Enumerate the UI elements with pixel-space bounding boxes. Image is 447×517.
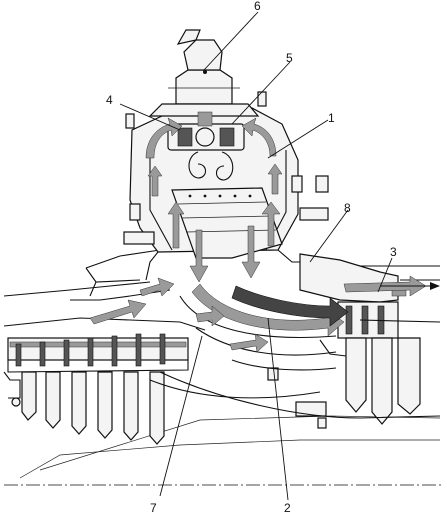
fuel-nozzle-assembly xyxy=(167,111,245,151)
transition-duct xyxy=(145,249,337,399)
outer-casing-line xyxy=(3,281,151,297)
label-6: 6 xyxy=(254,0,261,13)
inlet-strut xyxy=(85,249,161,297)
turbine-section xyxy=(299,253,441,425)
label-7: 7 xyxy=(150,501,157,515)
swirler-vortex xyxy=(188,151,234,181)
label-1: 1 xyxy=(328,111,335,125)
label-3: 3 xyxy=(390,245,397,259)
fuel-line xyxy=(159,371,441,419)
label-2: 2 xyxy=(284,501,291,515)
compressor-section xyxy=(3,317,206,445)
mounting-bolts xyxy=(123,91,329,429)
air-flow-arrows xyxy=(89,117,440,353)
rotor-shaft-lower xyxy=(19,439,440,479)
label-5: 5 xyxy=(286,51,293,65)
callout-leaders xyxy=(119,11,393,501)
compressor-disks xyxy=(21,371,165,445)
label-8: 8 xyxy=(344,201,351,215)
igniter-housing xyxy=(148,29,260,117)
liner-rivets xyxy=(188,194,252,198)
label-4: 4 xyxy=(106,93,113,107)
callout-labels: 6 5 4 1 8 3 7 2 xyxy=(106,0,397,515)
compressor-blades xyxy=(15,333,166,367)
